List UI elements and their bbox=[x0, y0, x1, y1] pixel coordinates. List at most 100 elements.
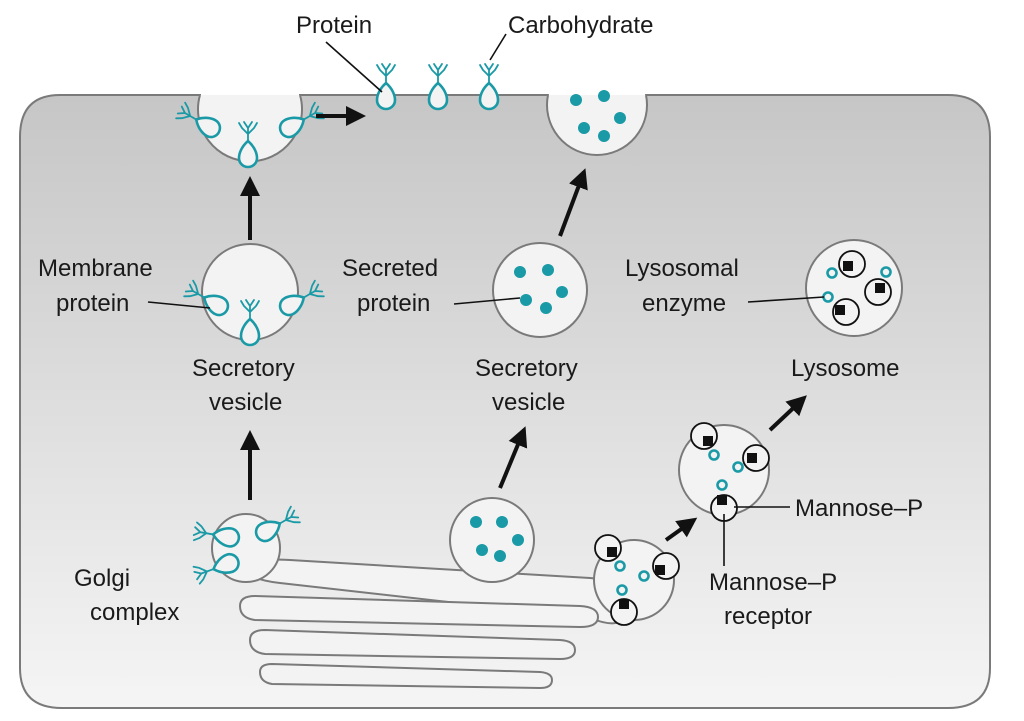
mannose-p-square bbox=[717, 495, 727, 505]
carbohydrate-chain bbox=[428, 63, 448, 84]
label-secreted-protein-line2: protein bbox=[357, 290, 430, 317]
glycoprotein bbox=[192, 521, 241, 548]
label-membrane-protein-line1: Membrane bbox=[38, 255, 153, 282]
protein-teardrop bbox=[254, 520, 282, 543]
secreted-protein-dot bbox=[514, 266, 526, 278]
golgi-complex bbox=[238, 558, 635, 690]
carbohydrate-chain bbox=[302, 279, 325, 299]
protein-teardrop bbox=[375, 81, 397, 111]
secreted-protein-dot bbox=[598, 90, 610, 102]
secreted-protein-dot bbox=[570, 94, 582, 106]
label-carbohydrate: Carbohydrate bbox=[508, 12, 653, 39]
mannose-p-square bbox=[619, 599, 629, 609]
carbohydrate-chain bbox=[192, 565, 215, 585]
mannose-p-ring bbox=[880, 266, 892, 278]
protein-teardrop bbox=[202, 294, 230, 317]
mannose-p-square bbox=[747, 453, 757, 463]
mannose-p-ring bbox=[822, 291, 834, 303]
carbohydrate-chain bbox=[376, 63, 396, 84]
leader-carbohydrate bbox=[489, 33, 507, 61]
mannose-p-square bbox=[875, 283, 885, 293]
secreted-protein-dot bbox=[470, 516, 482, 528]
mannose-p-ring bbox=[708, 449, 720, 461]
secreted-protein-dot bbox=[496, 516, 508, 528]
mannose-p-square bbox=[835, 305, 845, 315]
label-lysosomal-enzyme-line1: Lysosomal bbox=[625, 255, 739, 282]
arrow-golgi-to-vesicle-mid bbox=[498, 426, 528, 489]
label-mannose-p: Mannose–P bbox=[795, 495, 923, 522]
protein-teardrop bbox=[211, 552, 240, 574]
label-membrane-protein-line2: protein bbox=[56, 290, 129, 317]
glycoprotein bbox=[239, 299, 261, 347]
secreted-protein-dot bbox=[614, 112, 626, 124]
mannose-p-ring bbox=[638, 570, 650, 582]
lysosome-vesicle bbox=[805, 239, 903, 337]
glycoprotein bbox=[175, 101, 222, 139]
label-golgi-line2: complex bbox=[90, 599, 179, 626]
secreted-protein-dot bbox=[556, 286, 568, 298]
label-lysosome: Lysosome bbox=[791, 355, 900, 382]
secreted-protein-dot bbox=[512, 534, 524, 546]
glycoprotein bbox=[183, 279, 230, 317]
protein-teardrop bbox=[237, 139, 259, 169]
secretory-vesicle-secreted bbox=[492, 242, 588, 338]
mannose-p-ring bbox=[826, 267, 838, 279]
secreted-protein-dot bbox=[578, 122, 590, 134]
glycoprotein bbox=[237, 121, 259, 169]
leader-protein bbox=[325, 41, 383, 93]
protein-teardrop bbox=[478, 81, 500, 111]
golgi-cisterna-2 bbox=[238, 594, 600, 629]
carbohydrate-chain bbox=[175, 101, 198, 121]
secreted-protein-dot bbox=[598, 130, 610, 142]
leader-secreted-protein bbox=[453, 297, 521, 305]
leader-lines bbox=[147, 33, 825, 566]
carbohydrate-chain bbox=[302, 101, 325, 121]
mannose-p-ring bbox=[716, 479, 728, 491]
label-mannose-p-receptor-line1: Mannose–P bbox=[709, 569, 837, 596]
label-lysosomal-enzyme-line2: enzyme bbox=[642, 290, 726, 317]
carbohydrate-chain bbox=[240, 299, 260, 320]
label-mannose-p-receptor-line2: receptor bbox=[724, 603, 812, 630]
glycoprotein bbox=[375, 63, 397, 111]
fused-vesicle-secreted bbox=[546, 94, 648, 156]
carbohydrate-chain bbox=[238, 121, 258, 142]
golgi-cisterna-3 bbox=[248, 628, 577, 661]
protein-teardrop bbox=[278, 294, 306, 317]
mannose-p-square bbox=[703, 436, 713, 446]
label-protein: Protein bbox=[296, 12, 372, 39]
glycoprotein bbox=[478, 63, 500, 111]
glycoprotein bbox=[192, 552, 240, 585]
protein-teardrop bbox=[194, 116, 222, 139]
leader-lysosomal-enzyme bbox=[747, 296, 825, 303]
label-secretory-vesicle-left-line1: Secretory bbox=[192, 355, 295, 382]
glycoprotein bbox=[278, 279, 325, 317]
mannose-p-square bbox=[607, 547, 617, 557]
mannose-p-ring bbox=[732, 461, 744, 473]
carbohydrate-chain bbox=[192, 521, 215, 542]
glycoprotein bbox=[427, 63, 449, 111]
mannose-p-ring bbox=[616, 584, 628, 596]
arrow-golgi-to-transport bbox=[664, 517, 698, 542]
mannose-p-receptors bbox=[594, 250, 892, 626]
leader-membrane-protein bbox=[147, 301, 211, 309]
label-secretory-vesicle-left-line2: vesicle bbox=[209, 389, 282, 416]
protein-teardrop bbox=[239, 317, 261, 347]
protein-teardrop bbox=[211, 527, 241, 548]
protein-teardrop bbox=[278, 116, 306, 139]
arrow-transport-to-lysosome bbox=[768, 395, 807, 432]
carbohydrate-chain bbox=[479, 63, 499, 84]
teal-molecules bbox=[175, 63, 626, 585]
arrow-vesicle-mid-to-membrane bbox=[558, 168, 588, 237]
mannose-p-square bbox=[655, 565, 665, 575]
secreted-protein-dot bbox=[520, 294, 532, 306]
mannose-p-ring bbox=[614, 560, 626, 572]
secreted-protein-dot bbox=[540, 302, 552, 314]
glycoprotein bbox=[254, 505, 301, 543]
protein-teardrop bbox=[427, 81, 449, 111]
label-secretory-vesicle-mid-line2: vesicle bbox=[492, 389, 565, 416]
transport-arrows bbox=[240, 106, 807, 542]
secreted-protein-dot bbox=[476, 544, 488, 556]
label-secreted-protein-line1: Secreted bbox=[342, 255, 438, 282]
glycoprotein bbox=[278, 101, 325, 139]
